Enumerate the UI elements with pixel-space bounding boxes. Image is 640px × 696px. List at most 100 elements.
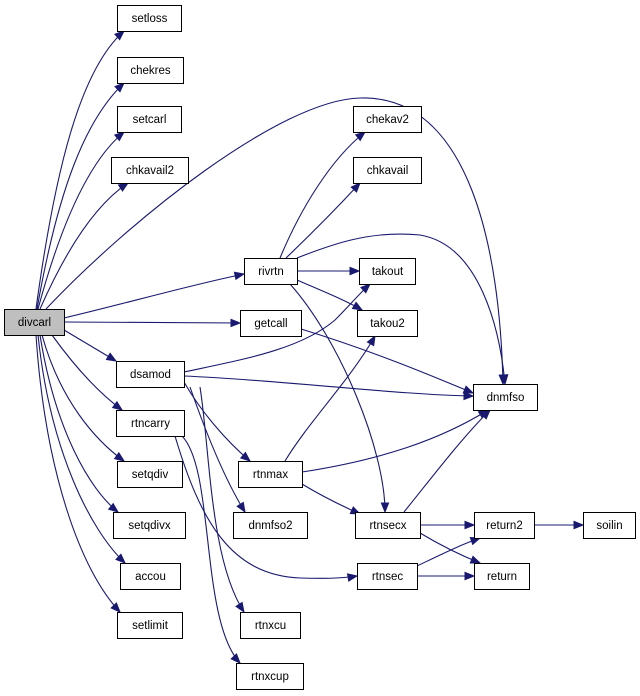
node-soilin[interactable]: soilin (583, 512, 636, 539)
node-rtnxcup[interactable]: rtnxcup (236, 663, 304, 690)
edge-divcarl-to-rtncarry (51, 334, 123, 411)
node-label-dnmfso: dnmfso (487, 392, 525, 404)
node-label-rtncarry: rtncarry (131, 418, 170, 430)
node-dsamod[interactable]: dsamod (116, 361, 185, 388)
arrowhead-rtnsecx-to-return (469, 555, 482, 564)
node-accou[interactable]: accou (120, 563, 181, 590)
edge-rivrtn-to-rtnsecx (289, 283, 386, 513)
arrowhead-dsamod-to-dnmfso2 (236, 501, 246, 514)
node-label-soilin: soilin (596, 520, 622, 532)
edge-divcarl-to-setloss (35, 30, 125, 310)
node-box-setqdiv (117, 461, 183, 488)
node-rtnxcu[interactable]: rtnxcu (240, 612, 301, 639)
arrowhead-rtncarry-to-rtnxcup (230, 653, 241, 664)
node-box-soilin (583, 512, 636, 539)
node-chkavail[interactable]: chkavail (353, 157, 422, 184)
node-box-rtnxcup (236, 663, 304, 690)
node-label-return: return (487, 571, 517, 583)
node-label-accou: accou (135, 571, 166, 583)
edge-divcarl-to-rivrtn (63, 273, 245, 319)
edge-dsamod-to-rtnxcu (199, 386, 245, 613)
node-return[interactable]: return (474, 563, 530, 590)
arrowhead-return2-to-soilin (573, 520, 585, 530)
edge-divcarl-to-setcarl (37, 131, 125, 310)
node-label-chekres: chekres (130, 65, 171, 77)
edge-divcarl-to-chekres (36, 82, 125, 310)
arrowhead-divcarl-to-getcall (230, 318, 242, 328)
edges-layer (35, 30, 585, 664)
node-label-rtnsec: rtnsec (372, 571, 404, 583)
edge-getcall-to-dnmfso (300, 328, 474, 394)
node-box-takou2 (357, 310, 418, 337)
node-label-dsamod: dsamod (130, 369, 171, 381)
arrowhead-rtnsecx-to-dnmfso (480, 409, 491, 420)
node-setlimit[interactable]: setlimit (117, 612, 183, 639)
edge-rivrtn-to-chkavail (285, 182, 361, 259)
node-label-setlimit: setlimit (132, 620, 169, 632)
node-setcarl[interactable]: setcarl (117, 106, 182, 133)
node-box-getcall (240, 310, 302, 337)
node-setqdivx[interactable]: setqdivx (113, 512, 186, 539)
node-getcall[interactable]: getcall (240, 310, 302, 337)
node-divcarl[interactable]: divcarl (4, 309, 65, 336)
node-label-setcarl: setcarl (133, 114, 167, 126)
node-setloss[interactable]: setloss (117, 5, 182, 32)
node-dnmfso[interactable]: dnmfso (473, 384, 538, 411)
edge-rtnmax-to-rtnsecx (301, 483, 361, 515)
node-box-setloss (117, 5, 182, 32)
edge-rtncarry-to-rtnsec (174, 435, 358, 579)
node-label-rtnsecx: rtnsecx (369, 520, 406, 532)
node-label-rtnxcu: rtnxcu (255, 620, 286, 632)
node-takout[interactable]: takout (359, 258, 416, 285)
node-label-takou2: takou2 (370, 318, 405, 330)
node-label-setloss: setloss (132, 13, 168, 25)
edge-rtnmax-to-dnmfso (301, 409, 489, 473)
edge-divcarl-to-setqdiv (41, 334, 125, 462)
arrowhead-rivrtn-to-rtnsecx (380, 502, 390, 514)
edge-dsamod-to-dnmfso2 (189, 386, 246, 513)
node-label-setqdiv: setqdiv (132, 469, 169, 481)
node-box-takout (359, 258, 416, 285)
node-label-dnmfso2: dnmfso2 (248, 520, 292, 532)
arrowhead-divcarl-to-chkavail2 (117, 182, 130, 192)
node-chkavail2[interactable]: chkavail2 (111, 157, 189, 184)
edge-rtnsecx-to-dnmfso (403, 409, 491, 513)
node-rtnsecx[interactable]: rtnsecx (355, 512, 421, 539)
node-box-setqdivx (113, 512, 186, 539)
node-label-chkavail2: chkavail2 (126, 165, 174, 177)
arrowhead-rtnmax-to-takou2 (366, 334, 376, 347)
edge-rivrtn-to-dnmfso (296, 233, 506, 385)
node-box-rtnsecx (355, 512, 421, 539)
node-chekres[interactable]: chekres (117, 57, 184, 84)
node-dnmfso2[interactable]: dnmfso2 (233, 512, 308, 539)
node-rivrtn[interactable]: rivrtn (244, 258, 298, 285)
arrowhead-divcarl-to-accou (115, 553, 126, 564)
node-box-rtnxcu (240, 612, 301, 639)
edge-divcarl-to-dnmfso (45, 97, 504, 385)
arrowhead-divcarl-to-dsamod (105, 352, 118, 362)
node-box-setlimit (117, 612, 183, 639)
arrowhead-divcarl-to-setqdiv (113, 451, 126, 462)
node-box-divcarl (4, 309, 65, 336)
node-return2[interactable]: return2 (474, 512, 535, 539)
arrowhead-dsamod-to-rtnmax (239, 451, 252, 462)
arrowhead-rivrtn-to-chkavail (350, 182, 361, 193)
edge-rtncarry-to-rtnxcup (181, 435, 241, 664)
edge-dsamod-to-takout (183, 283, 371, 373)
arrowhead-divcarl-to-setlimit (110, 602, 121, 613)
node-chekav2[interactable]: chekav2 (353, 106, 422, 133)
node-rtncarry[interactable]: rtncarry (116, 410, 185, 437)
node-label-rivrtn: rivrtn (258, 266, 284, 278)
node-label-chekav2: chekav2 (366, 114, 409, 126)
node-box-accou (120, 563, 181, 590)
node-box-chekav2 (353, 106, 422, 133)
node-rtnsec[interactable]: rtnsec (357, 563, 418, 590)
node-box-dnmfso2 (233, 512, 308, 539)
edge-divcarl-to-setqdivx (39, 334, 119, 513)
node-box-chkavail (353, 157, 422, 184)
node-takou2[interactable]: takou2 (357, 310, 418, 337)
edge-divcarl-to-dsamod (63, 329, 117, 362)
node-rtnmax[interactable]: rtnmax (238, 461, 303, 488)
node-setqdiv[interactable]: setqdiv (117, 461, 183, 488)
